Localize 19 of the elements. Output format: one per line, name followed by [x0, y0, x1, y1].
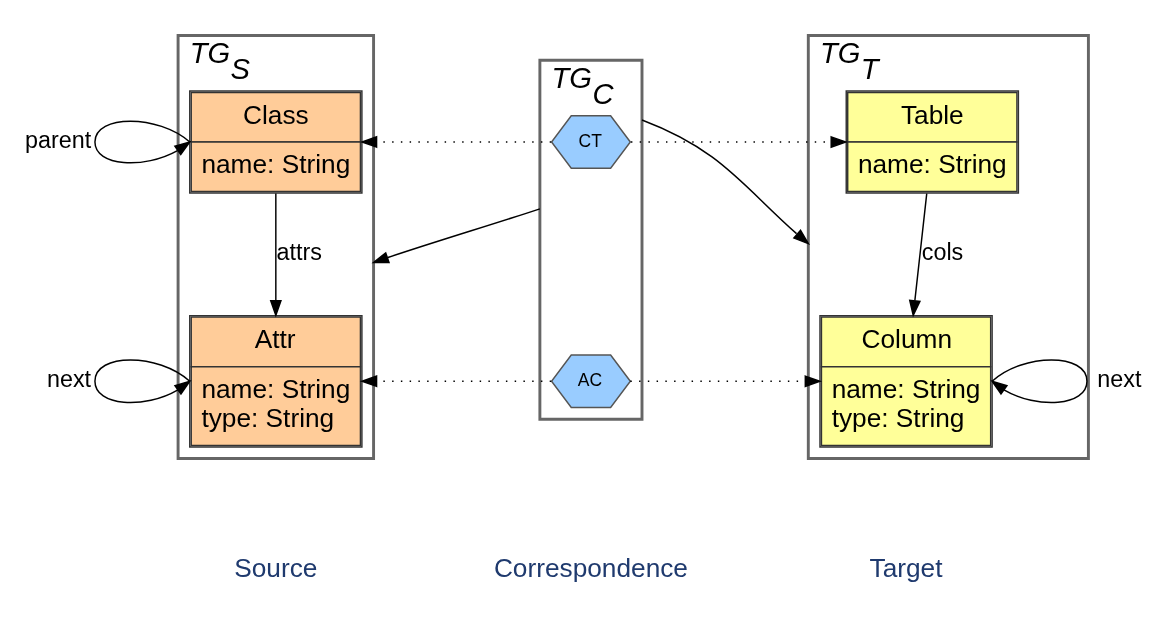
arrow: [990, 358, 1088, 403]
arrow: [908, 192, 928, 318]
arrow: [629, 374, 823, 387]
arrow: [641, 118, 810, 245]
arrow: [371, 207, 541, 263]
edge-label: next: [1097, 365, 1142, 392]
label: Target: [869, 552, 943, 583]
arrow: [359, 374, 552, 387]
arrow: [269, 192, 282, 318]
arrow: [94, 119, 192, 163]
label: Correspondence: [493, 552, 688, 583]
arrow: [359, 135, 552, 148]
edge-label: cols: [921, 238, 964, 265]
edge-label: parent: [24, 126, 92, 153]
edge-label: attrs: [276, 238, 322, 265]
label: Source: [234, 552, 318, 583]
edge-label: next: [46, 365, 92, 392]
arrow: [94, 358, 192, 403]
arrow: [630, 135, 848, 148]
